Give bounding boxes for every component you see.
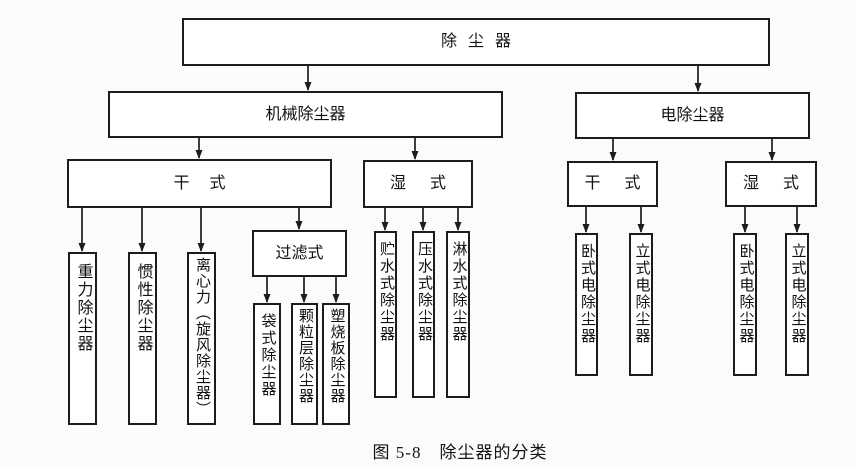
node-centrifugal: 离心力（旋风除尘器）	[187, 252, 216, 425]
node-dust-collector: 除尘器	[182, 18, 770, 66]
node-centrifugal-label: 离心力（旋风除尘器）	[194, 257, 210, 417]
node-elec-dry: 干式	[567, 161, 658, 207]
node-mechanical-label: 机械除尘器	[265, 105, 346, 123]
node-gravity-label: 重力除尘器	[74, 263, 92, 353]
node-elec-dry-label: 干式	[584, 175, 665, 192]
node-filter-label: 过滤式	[275, 244, 324, 262]
node-electric-label: 电除尘器	[660, 106, 725, 124]
node-elec-wet-vertical: 立式电除尘器	[785, 233, 809, 376]
node-water-storage: 贮水式除尘器	[374, 231, 397, 398]
node-water-spray-label: 淋水式除尘器	[450, 241, 467, 343]
node-dust-collector-label: 除尘器	[440, 33, 522, 50]
node-water-spray: 淋水式除尘器	[446, 231, 470, 398]
node-inertial-label: 惯性除尘器	[134, 263, 152, 353]
node-elec-wet-horizontal-label: 卧式电除尘器	[737, 243, 754, 345]
node-mech-dry: 干式	[67, 159, 332, 208]
node-water-storage-label: 贮水式除尘器	[378, 241, 394, 343]
node-filter: 过滤式	[252, 230, 347, 277]
node-water-pressure: 压水式除尘器	[412, 231, 435, 398]
node-water-pressure-label: 压水式除尘器	[416, 241, 432, 343]
node-electric: 电除尘器	[575, 92, 810, 139]
node-elec-dry-horizontal: 卧式电除尘器	[575, 233, 598, 376]
node-elec-dry-vertical-label: 立式电除尘器	[633, 243, 650, 345]
node-bag: 袋式除尘器	[253, 303, 281, 425]
node-elec-wet-label: 湿式	[742, 175, 823, 192]
node-elec-dry-horizontal-label: 卧式电除尘器	[579, 243, 595, 345]
node-mech-wet: 湿式	[363, 160, 473, 208]
node-mech-dry-label: 干式	[173, 174, 246, 192]
node-gravity: 重力除尘器	[68, 252, 97, 425]
node-mechanical: 机械除尘器	[108, 91, 503, 138]
node-sintered-plate: 塑烧板除尘器	[322, 303, 350, 425]
node-granular-layer: 颗粒层除尘器	[291, 303, 318, 425]
node-inertial: 惯性除尘器	[128, 252, 157, 425]
node-bag-label: 袋式除尘器	[259, 313, 276, 398]
node-elec-wet-vertical-label: 立式电除尘器	[789, 243, 806, 345]
node-sintered-plate-label: 塑烧板除尘器	[328, 308, 345, 404]
figure-caption: 图 5-8 除尘器的分类	[372, 443, 548, 462]
node-elec-wet: 湿式	[725, 161, 817, 207]
node-elec-wet-horizontal: 卧式电除尘器	[733, 233, 757, 376]
node-elec-dry-vertical: 立式电除尘器	[629, 233, 653, 376]
node-mech-wet-label: 湿式	[389, 175, 470, 192]
node-granular-layer-label: 颗粒层除尘器	[297, 308, 313, 404]
